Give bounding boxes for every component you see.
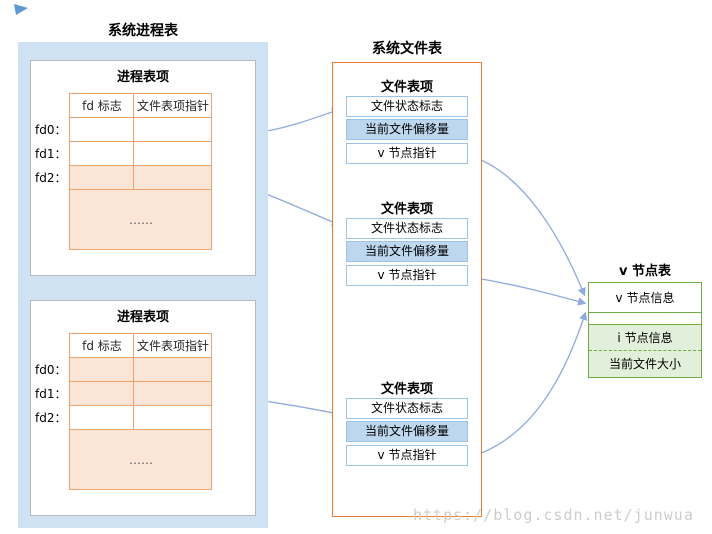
csdn-watermark: https://blog.csdn.net/junwua [413, 506, 694, 524]
arrow-entry3-to-vnode [469, 311, 588, 458]
fd-flags-header: fd 标志 [69, 333, 135, 358]
file-size-cell: 当前文件大小 [589, 351, 701, 377]
corner-triangle-icon [14, 4, 28, 15]
inode-info-cell: i 节点信息 [589, 325, 701, 351]
header-spacer [35, 94, 70, 118]
fd1-label: fd1： [35, 387, 67, 401]
file-pointer-header: 文件表项指针 [133, 333, 213, 358]
fd-table-header-row: fd 标志 文件表项指针 [35, 93, 213, 118]
ellipsis-cell: …… [69, 189, 213, 250]
process-table-entry-2: 进程表项 fd 标志 文件表项指针 fd0： fd1： [30, 300, 256, 516]
fd1-label: fd1： [35, 147, 67, 161]
process-entry-title: 进程表项 [116, 70, 169, 85]
arrow-entry2-to-vnode [469, 276, 587, 306]
fd-table: fd 标志 文件表项指针 fd0： fd1： fd2： [35, 93, 213, 250]
file-status-flags-cell: 文件状态标志 [346, 398, 468, 419]
dots-spacer [35, 190, 70, 250]
fd0-row: fd0： [35, 117, 213, 142]
file-entry-title: 文件表项 [380, 202, 433, 217]
dots-spacer [35, 430, 70, 490]
vnode-pointer-cell: v 节点指针 [346, 265, 468, 286]
file-status-flags-cell: 文件状态标志 [346, 218, 468, 239]
fd-flags-cell [69, 117, 135, 142]
file-offset-cell: 当前文件偏移量 [346, 119, 468, 140]
fd1-row: fd1： [35, 381, 213, 406]
file-table-title: 系统文件表 [372, 41, 442, 57]
process-table-title: 系统进程表 [108, 23, 178, 39]
vnode-table: v 节点信息 i 节点信息 当前文件大小 [588, 282, 702, 378]
vnode-info-cell: v 节点信息 [589, 283, 701, 313]
vnode-pointer-cell: v 节点指针 [346, 445, 468, 466]
file-pointer-cell [133, 117, 213, 142]
file-offset-cell: 当前文件偏移量 [346, 241, 468, 262]
header-spacer [35, 334, 70, 358]
file-table-entry-3: 文件表项 文件状态标志 当前文件偏移量 v 节点指针 [346, 378, 468, 468]
file-entry-title: 文件表项 [380, 80, 433, 95]
fd0-label: fd0： [35, 363, 67, 377]
fd-flags-cell [69, 357, 135, 382]
file-table-entry-1: 文件表项 文件状态标志 当前文件偏移量 v 节点指针 [346, 76, 468, 166]
process-entry-title: 进程表项 [116, 310, 169, 325]
file-pointer-cell [133, 141, 213, 166]
fd-table: fd 标志 文件表项指针 fd0： fd1： fd2： [35, 333, 213, 490]
file-pointer-cell [133, 165, 213, 190]
fd2-label: fd2： [35, 411, 67, 425]
fd-flags-cell [69, 381, 135, 406]
process-table-entry-1: 进程表项 fd 标志 文件表项指针 fd0： fd1： [30, 60, 256, 276]
file-entry-title: 文件表项 [380, 382, 433, 397]
file-pointer-cell [133, 405, 213, 430]
fd-flags-header: fd 标志 [69, 93, 135, 118]
vnode-spacer [589, 313, 701, 325]
file-pointer-cell [133, 357, 213, 382]
ellipsis-row: …… [35, 189, 213, 250]
fd2-row: fd2： [35, 165, 213, 190]
vnode-pointer-cell: v 节点指针 [346, 143, 468, 164]
fd2-row: fd2： [35, 405, 213, 430]
file-offset-cell: 当前文件偏移量 [346, 421, 468, 442]
ellipsis-row: …… [35, 429, 213, 490]
fd-flags-cell [69, 141, 135, 166]
file-table-entry-2: 文件表项 文件状态标志 当前文件偏移量 v 节点指针 [346, 198, 468, 288]
file-status-flags-cell: 文件状态标志 [346, 96, 468, 117]
fd-table-header-row: fd 标志 文件表项指针 [35, 333, 213, 358]
file-pointer-header: 文件表项指针 [133, 93, 213, 118]
ellipsis-cell: …… [69, 429, 213, 490]
fd0-row: fd0： [35, 357, 213, 382]
system-process-table-panel: 进程表项 fd 标志 文件表项指针 fd0： fd1： [18, 42, 268, 528]
vnode-table-title: v 节点表 [618, 264, 671, 279]
fd-flags-cell [69, 165, 135, 190]
fd-flags-cell [69, 405, 135, 430]
fd2-label: fd2： [35, 171, 67, 185]
arrow-entry1-to-vnode [469, 155, 586, 297]
fd0-label: fd0： [35, 123, 67, 137]
file-pointer-cell [133, 381, 213, 406]
fd1-row: fd1： [35, 141, 213, 166]
